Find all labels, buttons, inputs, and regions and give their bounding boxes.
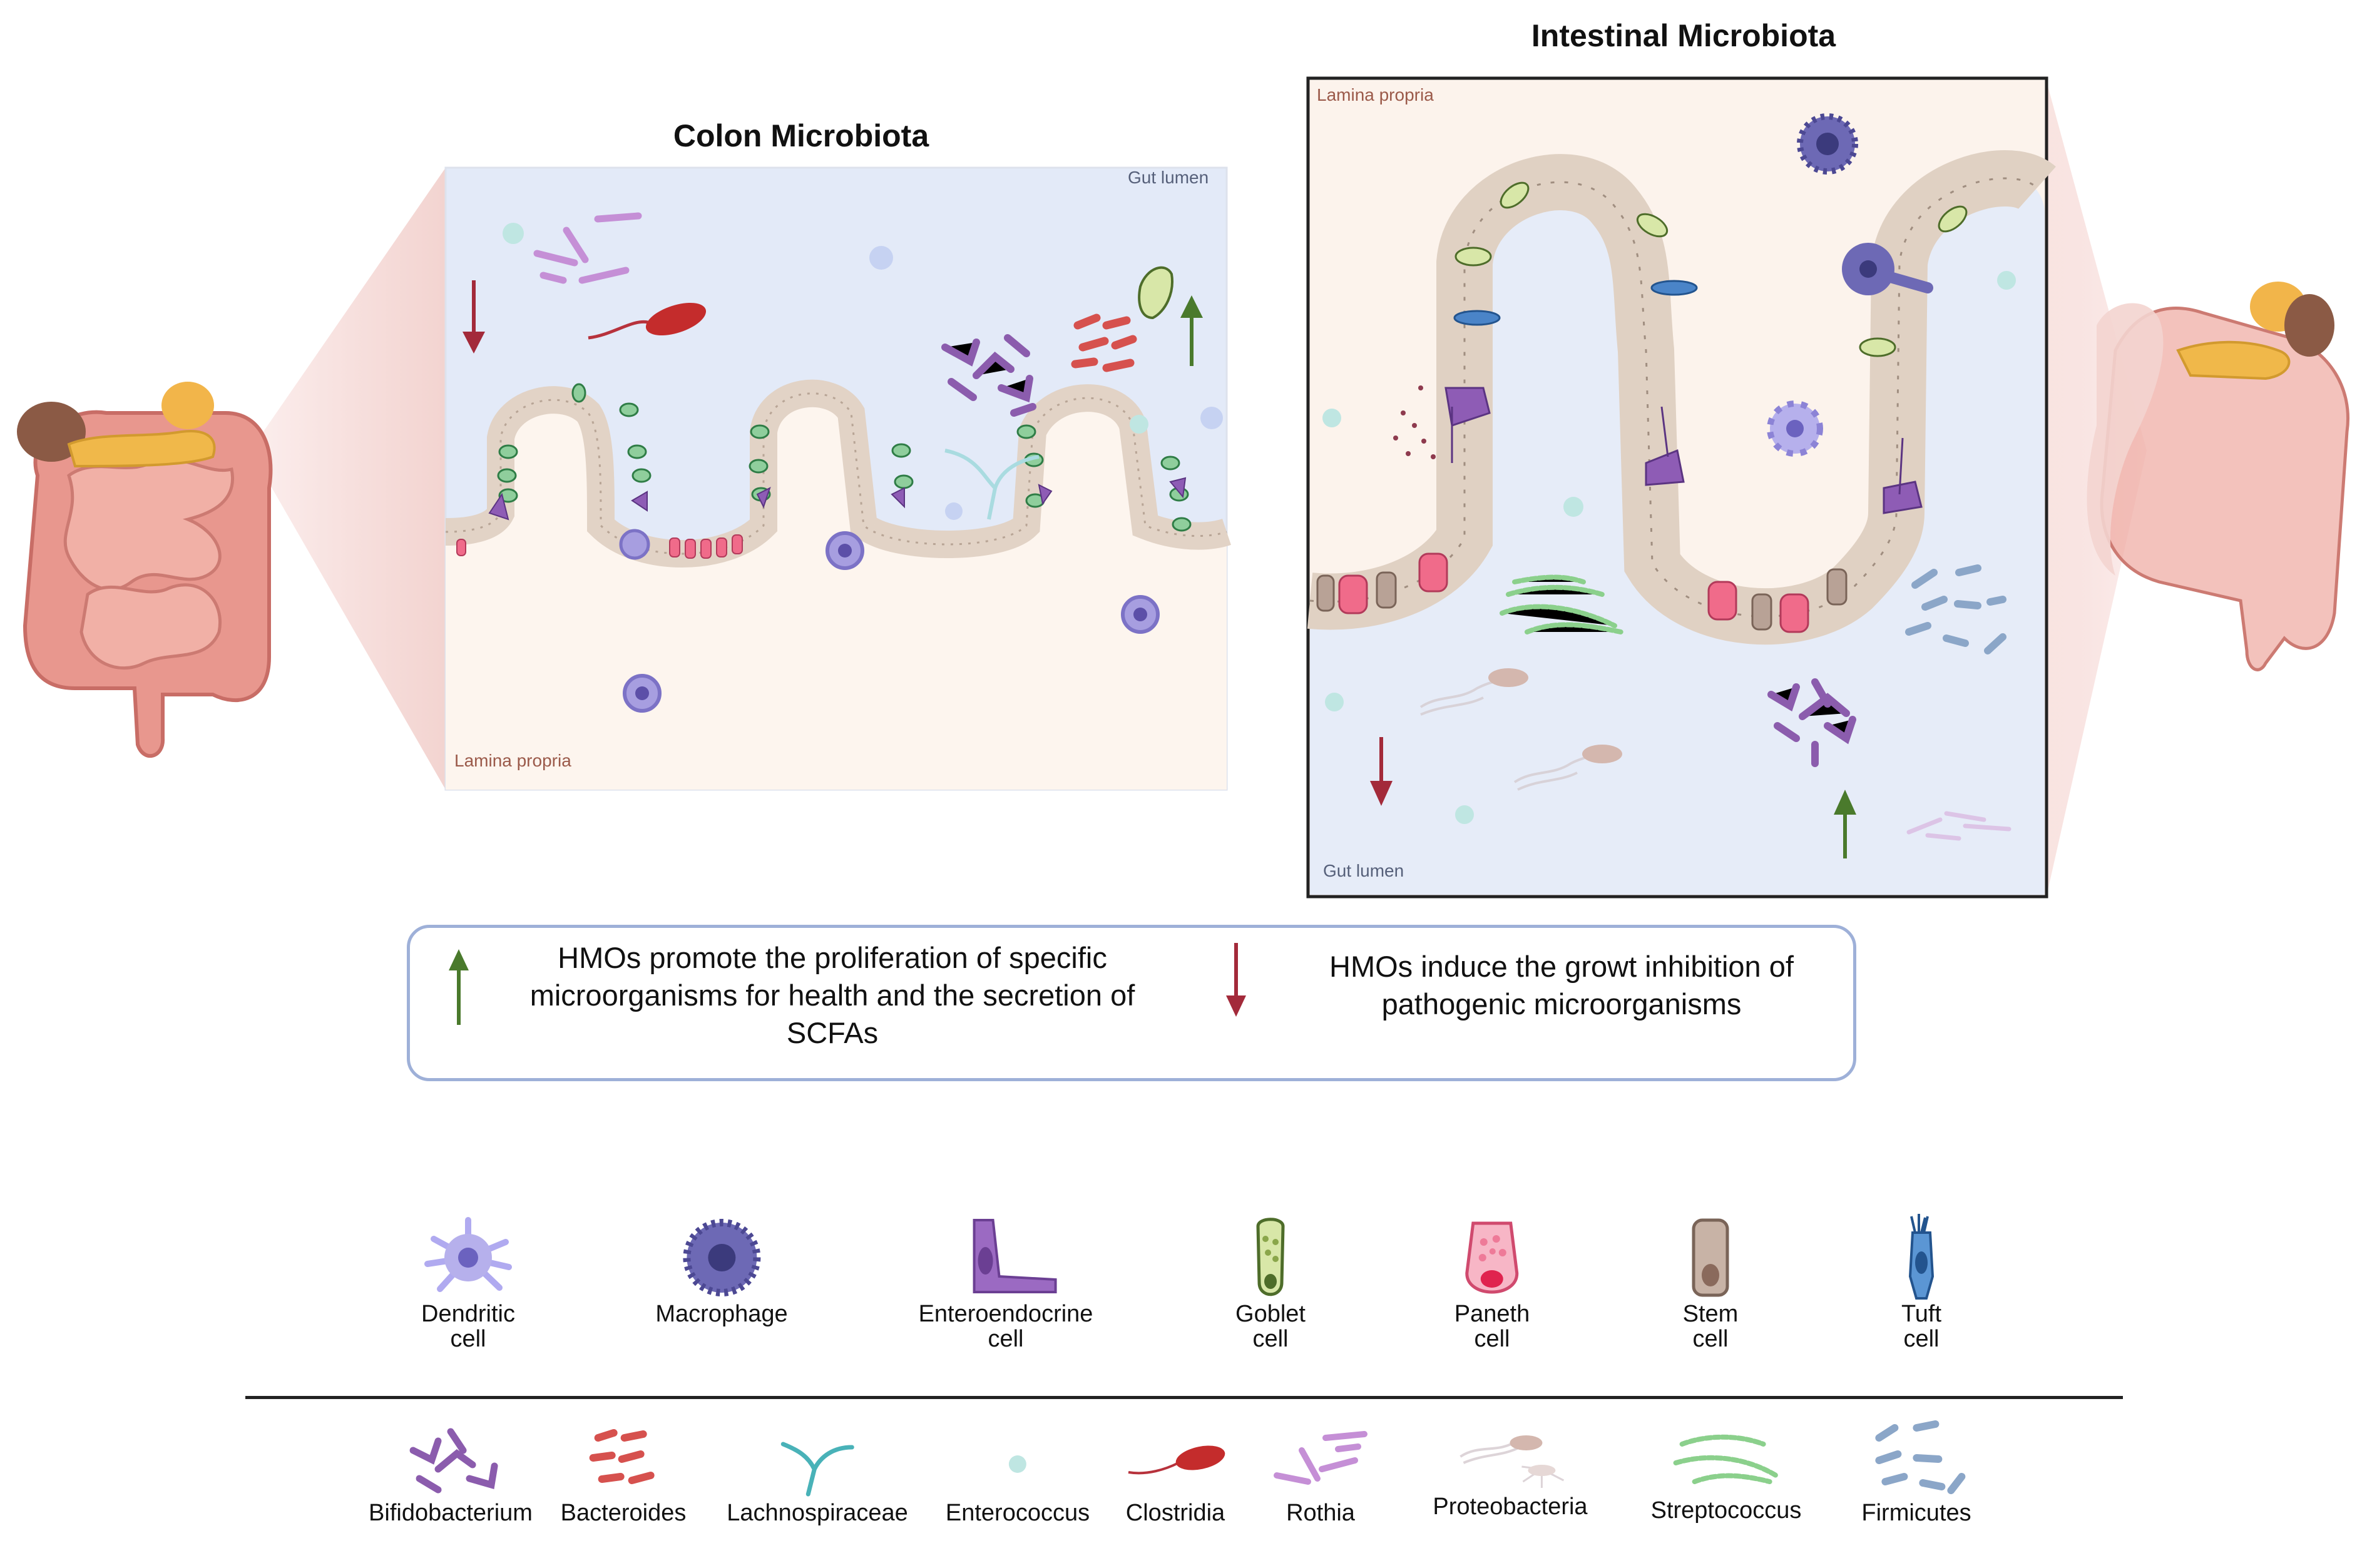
legend-item-enterococcus: Enterococcus: [946, 1419, 1090, 1525]
tuft-cell-icon: [1908, 1214, 1935, 1300]
legend-item-paneth-cell: Paneth cell: [1454, 1214, 1530, 1352]
legend-label: Firmicutes: [1861, 1500, 1971, 1526]
intestinal-lamina-propria-label: Lamina propria: [1317, 85, 1434, 104]
colon-gut-lumen-label: Gut lumen: [1128, 168, 1209, 187]
legend-label: Enteroendocrine cell: [918, 1301, 1093, 1352]
proteobacteria-icon: [1459, 1435, 1564, 1488]
legend-label: Goblet cell: [1235, 1301, 1306, 1352]
legend-item-bacteroides: Bacteroides: [560, 1419, 687, 1526]
goblet-cell-icon: [1256, 1218, 1285, 1296]
enteroendocrine-cell-icon: [973, 1219, 1057, 1293]
inhibit-effect-text: HMOs induce the growt inhibition of path…: [1329, 950, 1794, 1021]
legend-item-macrophage: Macrophage: [655, 1214, 788, 1327]
bacteroides-icon: [589, 1429, 655, 1484]
legend-item-clostridia: Clostridia: [1122, 1419, 1229, 1525]
legend-label: Tuft cell: [1901, 1301, 1942, 1352]
intestinal-panel-title: Intestinal Microbiota: [1531, 18, 1836, 53]
legend-item-tuft-cell: Tuft cell: [1896, 1214, 1946, 1352]
clostridia-icon: [1128, 1445, 1225, 1475]
enterococcus-icon: [1008, 1455, 1026, 1473]
legend-label: Bacteroides: [560, 1500, 687, 1526]
legend-label: Bifidobacterium: [369, 1500, 533, 1526]
legend-label: Stem cell: [1682, 1301, 1739, 1352]
legend-label: Enterococcus: [945, 1500, 1090, 1526]
down-arrow-icon: [1226, 943, 1246, 1017]
colon-panel: [444, 166, 1231, 791]
bifidobacterium-icon: [409, 1428, 498, 1494]
rothia-icon: [1274, 1431, 1367, 1485]
stem-cell-icon: [1692, 1218, 1729, 1297]
intestinal-gut-lumen-label: Gut lumen: [1323, 861, 1404, 880]
intestine-organ-illustration: [2087, 282, 2349, 671]
lachnospiraceae-icon: [780, 1442, 854, 1497]
colon-zoom-wedge: [250, 168, 446, 790]
legend-label: Rothia: [1286, 1500, 1355, 1526]
promote-effect-text: HMOs promote the proliferation of specif…: [529, 941, 1135, 1049]
intestinal-panel: [1306, 76, 2056, 899]
legend-item-goblet-cell: Goblet cell: [1235, 1214, 1306, 1352]
up-arrow-icon: [449, 949, 469, 1025]
legend-item-lachnospiraceae: Lachnospiraceae: [727, 1419, 908, 1526]
macrophage-icon: [683, 1219, 760, 1296]
legend-item-bifidobacterium: Bifidobacterium: [369, 1419, 533, 1525]
legend-item-rothia: Rothia: [1270, 1419, 1371, 1525]
legend-item-enteroendocrine-cell: Enteroendocrine cell: [919, 1214, 1093, 1352]
legend-item-dendritic-cell: Dendritic cell: [421, 1214, 515, 1352]
legend-item-stem-cell: Stem cell: [1682, 1214, 1739, 1352]
legend-item-firmicutes: Firmicutes: [1861, 1419, 1971, 1525]
dendritic-cell-icon: [424, 1217, 512, 1292]
legend-label: Paneth cell: [1454, 1301, 1530, 1352]
effects-legend-box: HMOs promote the proliferation of specif…: [407, 925, 1856, 1081]
legend-label: Proteobacteria: [1433, 1494, 1588, 1520]
legend-label: Streptococcus: [1650, 1497, 1802, 1524]
legend-label: Lachnospiraceae: [727, 1500, 908, 1526]
legend-item-streptococcus: Streptococcus: [1650, 1419, 1802, 1524]
legend-label: Macrophage: [655, 1301, 788, 1327]
colon-lamina-propria-label: Lamina propria: [454, 751, 571, 770]
legend-label: Clostridia: [1125, 1500, 1225, 1526]
paneth-cell-icon: [1465, 1221, 1519, 1294]
legend-label: Dendritic cell: [421, 1301, 515, 1352]
colon-panel-title: Colon Microbiota: [673, 118, 929, 153]
streptococcus-icon: [1673, 1434, 1779, 1484]
legend-divider: [245, 1396, 2123, 1399]
firmicutes-icon: [1874, 1420, 1965, 1494]
colon-organ-illustration: [17, 382, 273, 758]
legend-item-proteobacteria: Proteobacteria: [1433, 1419, 1588, 1520]
